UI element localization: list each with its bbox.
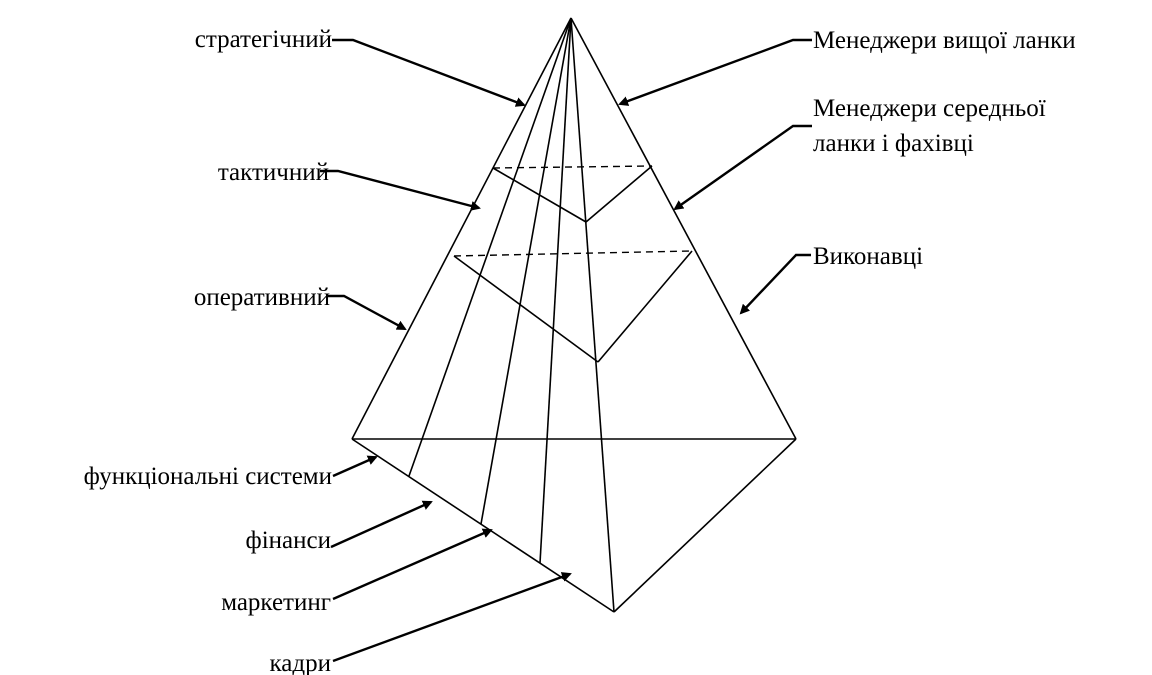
functional-division-lines xyxy=(408,17,572,564)
top-managers-arrow xyxy=(618,38,812,106)
middle-managers-arrow xyxy=(673,124,812,211)
division-line-2 xyxy=(480,17,572,525)
pyramid-edge-left xyxy=(351,17,572,440)
marketing-label: маркетинг xyxy=(221,589,331,616)
tactical-level-right-line xyxy=(585,165,653,223)
middle-managers-label-line2: ланки і фахівці xyxy=(813,130,974,157)
finance-arrow xyxy=(330,500,433,549)
middle-managers-label-line1: Менеджери середньої xyxy=(813,95,1046,122)
operational-level-right-line xyxy=(597,250,693,363)
strategic-arrow xyxy=(332,38,526,107)
pyramid-edge-right xyxy=(570,17,797,440)
tactical-arrow xyxy=(320,169,481,211)
tactical-label: тактичний xyxy=(218,159,329,186)
staff-labels: Менеджери вищої ланки Менеджери середньо… xyxy=(813,27,1076,270)
tactical-level-left-line xyxy=(492,167,587,223)
top-managers-label: Менеджери вищої ланки xyxy=(813,27,1076,54)
division-line-1 xyxy=(408,17,572,477)
level-labels: стратегічний тактичний оперативний xyxy=(194,26,332,311)
marketing-arrow xyxy=(332,528,493,601)
arrows xyxy=(320,38,812,663)
pyramid-base-right-front xyxy=(613,438,797,613)
function-labels: функціональні системи фінанси маркетинг … xyxy=(84,463,332,675)
operational-arrow xyxy=(327,294,407,331)
level-sections xyxy=(453,165,693,363)
operational-label: оперативний xyxy=(194,284,330,311)
pyramid-base-left-front xyxy=(351,438,615,613)
division-line-3 xyxy=(539,17,572,564)
operational-level-left-line xyxy=(453,255,599,363)
executors-label: Виконавці xyxy=(813,243,923,270)
personnel-label: кадри xyxy=(270,650,331,675)
operational-level-dashed-line xyxy=(453,250,693,257)
functional-systems-label: функціональні системи xyxy=(84,463,332,490)
finance-label: фінанси xyxy=(246,527,331,554)
strategic-label: стратегічний xyxy=(195,26,332,53)
executors-arrow xyxy=(739,253,811,315)
pyramid-outline xyxy=(351,17,797,613)
functional-systems-arrow xyxy=(332,455,378,478)
personnel-arrow xyxy=(332,572,572,663)
pyramid-edge-front xyxy=(570,17,615,613)
tactical-level-dashed-line xyxy=(492,165,653,169)
